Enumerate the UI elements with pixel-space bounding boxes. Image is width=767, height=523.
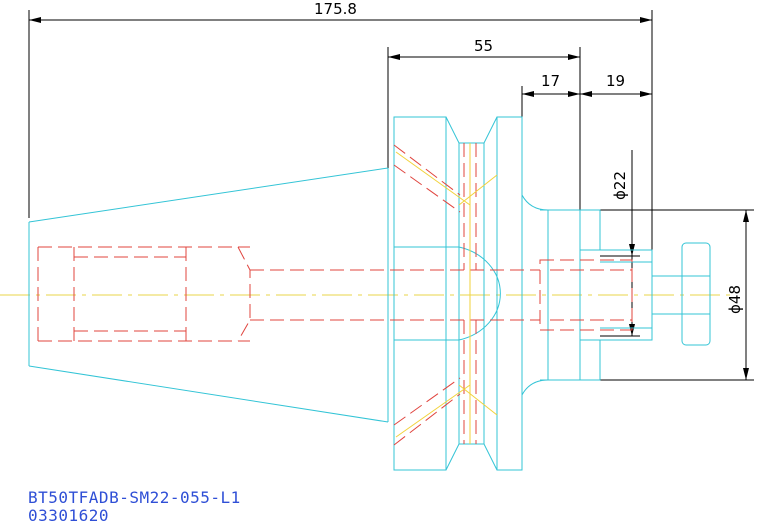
fillet-top (521, 194, 549, 211)
yel-groove-bottom (458, 384, 498, 416)
dim-flange-to-tip: 55 (387, 37, 581, 210)
dim-overall-length: 175.8 (28, 0, 653, 250)
flange-right-block (496, 116, 523, 471)
dim-text-d22: ϕ22 (611, 171, 629, 200)
arrow-17-left (522, 91, 534, 97)
flange-hole-top-a (393, 144, 461, 196)
arrow-d48-bottom (743, 368, 749, 380)
flange-yellow-details (395, 143, 498, 444)
v-groove-top (445, 116, 498, 144)
arrow-19-left (580, 91, 592, 97)
nose-bore (539, 259, 633, 331)
arrow-right (640, 17, 652, 23)
yel-groove-top (458, 174, 498, 206)
taper-bottom (28, 365, 389, 423)
dim-text-17: 17 (541, 72, 560, 90)
arrow-left (29, 17, 41, 23)
model-number: BT50TFADB-SM22-055-L1 (28, 488, 241, 507)
v-groove-bottom (445, 443, 498, 471)
key-top (579, 209, 601, 251)
taper-shank (28, 167, 389, 423)
spindle-nose (521, 194, 711, 396)
arrow-d48-top (743, 210, 749, 222)
flange-hole-bottom-a (393, 393, 461, 446)
flange (393, 116, 523, 471)
fillet-bottom (521, 379, 549, 396)
yel-hole-top (395, 151, 471, 206)
flange-hole-bottom-b (393, 377, 461, 426)
dim-text-19: 19 (606, 72, 625, 90)
hidden-lines (37, 143, 633, 446)
taper-top (28, 167, 389, 223)
arrow-55-right (568, 54, 580, 60)
flange-left-block (393, 116, 447, 471)
dim-text-55: 55 (474, 37, 493, 55)
dim-text-d48: ϕ48 (726, 285, 744, 314)
arrow-17-right (568, 91, 580, 97)
key-bottom (579, 339, 601, 381)
dim-small-diameter: ϕ22 (600, 150, 640, 337)
yel-hole-bottom (395, 384, 471, 438)
arrow-19-right (640, 91, 652, 97)
dome-outline (458, 246, 501, 341)
bolt-head (681, 242, 711, 346)
part-code: 03301620 (28, 506, 109, 523)
arrow-55-left (388, 54, 400, 60)
dim-text-overall: 175.8 (314, 0, 357, 18)
flange-hole-top-b (393, 164, 461, 213)
bore-chamfer (237, 246, 251, 342)
